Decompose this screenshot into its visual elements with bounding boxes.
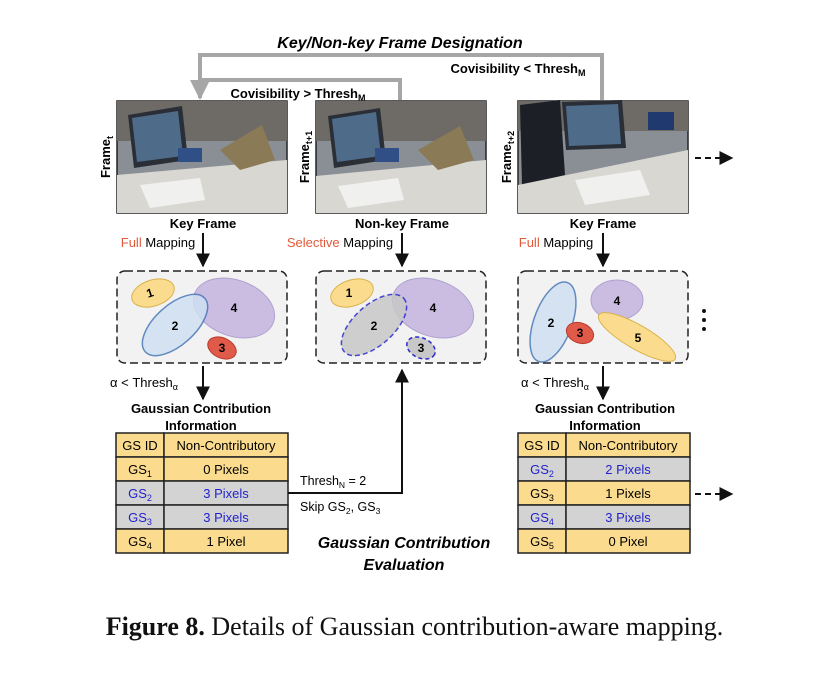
gaussian-3-label: 3 bbox=[418, 341, 425, 355]
gaussian-2-label: 2 bbox=[371, 319, 378, 333]
frame-label-t2: Framet+2 bbox=[499, 131, 516, 183]
table-header-value: Non-Contributory bbox=[177, 438, 276, 453]
gaussian-2-label: 2 bbox=[548, 316, 555, 330]
gaussian-panel-t2: 2 3 4 5 bbox=[517, 270, 689, 364]
table-row-id: GS4 bbox=[530, 510, 554, 527]
table-row-value: 1 Pixel bbox=[206, 534, 245, 549]
table-row-value: 0 Pixel bbox=[608, 534, 647, 549]
right-contribution-table: GS ID Non-Contributory GS2 2 Pixels GS3 … bbox=[517, 432, 691, 554]
covisibility-nonkey-condition: Covisibility < ThreshM bbox=[450, 61, 585, 78]
diagram: Key/Non-key Frame Designation Covisibili… bbox=[98, 35, 734, 574]
gaussian-panel-t: 1 2 3 4 bbox=[116, 270, 288, 364]
table-row-id: GS3 bbox=[530, 486, 554, 503]
frame-label-t1: Framet+1 bbox=[297, 131, 314, 183]
evaluation-title-2: Evaluation bbox=[364, 557, 445, 574]
evaluation-title-1: Gaussian Contribution bbox=[318, 535, 491, 552]
left-contribution-table: GS ID Non-Contributory GS1 0 Pixels GS2 … bbox=[115, 432, 289, 554]
frame-image-t bbox=[116, 100, 288, 214]
gaussian-3-label: 3 bbox=[219, 341, 226, 355]
gaussian-4-label: 4 bbox=[430, 301, 437, 315]
info-title-right-1: Gaussian Contribution bbox=[535, 401, 675, 416]
table-row-value: 3 Pixels bbox=[203, 486, 249, 501]
caption-label: Figure 8. bbox=[105, 612, 205, 641]
table-row-id: GS1 bbox=[128, 462, 152, 479]
table-row-value: 2 Pixels bbox=[605, 462, 651, 477]
gaussian-4-label: 4 bbox=[614, 294, 621, 308]
info-title-right-2: Information bbox=[569, 418, 641, 433]
frame-image-t2 bbox=[517, 100, 689, 214]
table-row-id: GS3 bbox=[128, 510, 152, 527]
info-title-left-1: Gaussian Contribution bbox=[131, 401, 271, 416]
table-row-id: GS2 bbox=[128, 486, 152, 503]
caption-text: Details of Gaussian contribution-aware m… bbox=[204, 612, 724, 641]
gaussian-1-label: 1 bbox=[145, 285, 156, 300]
evaluation-feedback-arrow bbox=[288, 368, 409, 494]
table-row-id: GS2 bbox=[530, 462, 554, 479]
table-row-value: 0 Pixels bbox=[203, 462, 249, 477]
gaussian-3-label: 3 bbox=[577, 326, 584, 340]
frame-type-t: Key Frame bbox=[170, 216, 236, 231]
gaussian-1-label: 1 bbox=[346, 286, 353, 300]
gaussian-panel-t1: 1 2 3 4 bbox=[315, 270, 487, 364]
table-header-id: GS ID bbox=[524, 438, 559, 453]
gaussian-4-label: 4 bbox=[231, 301, 238, 315]
thresh-n-label: ThreshN = 2 bbox=[300, 474, 366, 490]
table-row-value: 3 Pixels bbox=[203, 510, 249, 525]
designation-arrows bbox=[190, 53, 604, 100]
figure-caption: Figure 8. Details of Gaussian contributi… bbox=[0, 612, 829, 642]
frame-image-t1 bbox=[315, 100, 487, 214]
alpha-condition-left: α < Threshα bbox=[110, 375, 178, 392]
gaussian-2-label: 2 bbox=[172, 319, 179, 333]
covisibility-key-condition: Covisibility > ThreshM bbox=[230, 86, 365, 103]
frame-type-t2: Key Frame bbox=[570, 216, 636, 231]
table-row-value: 3 Pixels bbox=[605, 510, 651, 525]
mapping-label-t: Full Mapping bbox=[121, 235, 195, 250]
mapping-label-t1: Selective Mapping bbox=[287, 235, 393, 250]
table-row-id: GS5 bbox=[530, 534, 554, 551]
frame-type-t1: Non-key Frame bbox=[355, 216, 449, 231]
table-row-value: 1 Pixels bbox=[605, 486, 651, 501]
gaussian-5-label: 5 bbox=[635, 331, 642, 345]
mapping-label-t2: Full Mapping bbox=[519, 235, 593, 250]
info-title-left-2: Information bbox=[165, 418, 237, 433]
skip-label: Skip GS2, GS3 bbox=[300, 500, 381, 516]
table-row-id: GS4 bbox=[128, 534, 152, 551]
diagram-title: Key/Non-key Frame Designation bbox=[277, 35, 523, 52]
table-header-id: GS ID bbox=[122, 438, 157, 453]
table-header-value: Non-Contributory bbox=[579, 438, 678, 453]
alpha-condition-right: α < Threshα bbox=[521, 375, 589, 392]
vertical-ellipsis-icon bbox=[702, 309, 706, 331]
frame-label-t: Framet bbox=[98, 136, 115, 178]
